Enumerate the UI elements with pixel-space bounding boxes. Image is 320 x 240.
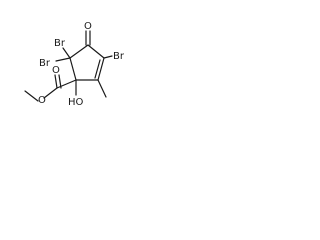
bond-c-ester-c (56, 79, 77, 89)
bond-c-br-top-left (62, 47, 71, 59)
bond-c-br-c-methyl (97, 57, 105, 81)
atom-oxo-o: O (84, 21, 92, 32)
atom-hydroxyl: HO (68, 97, 84, 108)
bond-ester-c-o (54, 74, 58, 89)
bond-c-oxo-c-br2 (69, 44, 89, 59)
bond-c-br-bottom-left (55, 57, 71, 62)
atom-br-right: Br (113, 51, 125, 62)
atom-ester-o-methoxy: O (38, 95, 46, 106)
bond-methoxy-methyl (24, 90, 39, 102)
atom-br-top-left: Br (54, 38, 66, 49)
bond-c-br-c-methyl-double (94, 59, 101, 79)
bond-ester-c-o-methoxy (43, 87, 58, 99)
bond-methyl (97, 79, 107, 98)
bond-c-br-right (103, 55, 113, 59)
atom-br-bottom-left: Br (39, 58, 51, 69)
bond-ester-c-o-double (58, 74, 62, 89)
chemical-structure: O Br Br Br HO O O (24, 21, 125, 108)
bond-c-br2-c-oh (69, 57, 77, 81)
atom-ester-o-carbonyl: O (52, 65, 60, 76)
bond-c-oxo-c-br (87, 44, 105, 59)
